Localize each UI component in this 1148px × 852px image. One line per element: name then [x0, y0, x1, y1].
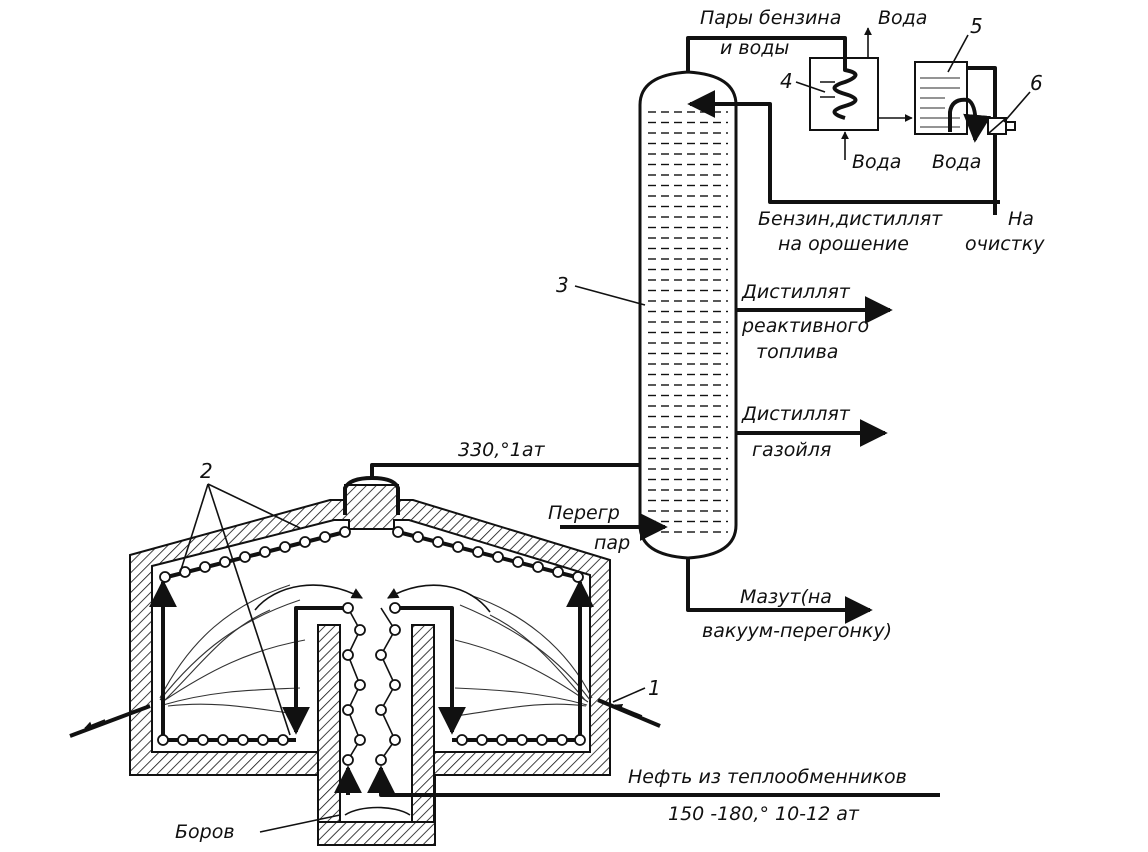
- water-out-label: Вода: [878, 7, 927, 29]
- water-in-label: Вода: [852, 151, 901, 173]
- jet-fuel-label-line1: Дистиллят: [741, 281, 851, 303]
- crude-label-line1: Нефть из теплообменников: [628, 766, 907, 788]
- mazut-label-line2: вакуум-перегонку): [702, 620, 892, 642]
- bottoms-line: [686, 558, 873, 624]
- distillation-column: [638, 70, 738, 560]
- jet-fuel-label-line3: топлива: [756, 341, 838, 363]
- valve: [987, 117, 1016, 135]
- crude-feed-line: [367, 765, 940, 797]
- gasoil-label-line1: Дистиллят: [741, 403, 851, 425]
- gas-flow-left: [254, 584, 363, 611]
- vapor-line: [686, 36, 847, 72]
- callout-3: 3: [556, 273, 569, 297]
- steam-label-line2: пар: [594, 532, 630, 554]
- furnace-wall: [129, 484, 611, 846]
- callout-5: 5: [970, 14, 983, 38]
- condenser: [809, 27, 913, 160]
- reflux-line: [687, 90, 1000, 204]
- gasoline-reflux-label-line2: на орошение: [778, 233, 909, 255]
- burner-left: [69, 704, 151, 738]
- feed-condition-label: 330,°1ат: [458, 439, 546, 461]
- steam-label-line1: Перегр: [548, 502, 620, 524]
- to-cleaning-label-line2: очистку: [965, 233, 1045, 255]
- gas-flow-right: [387, 584, 491, 613]
- crude-label-line2: 150 -180,° 10-12 ат: [668, 803, 860, 825]
- flame-right: [454, 594, 593, 717]
- callout-4: 4: [780, 69, 793, 93]
- mazut-label-line1: Мазут(на: [740, 586, 832, 608]
- callout-6: 6: [1030, 71, 1043, 95]
- vapors-label-line2: и воды: [720, 37, 789, 59]
- flame-left: [159, 584, 306, 716]
- burner-right: [597, 698, 661, 728]
- transfer-line: [370, 451, 688, 479]
- flue-label: Боров: [175, 821, 235, 843]
- divider-wall-right: [411, 624, 435, 823]
- separator: [914, 61, 997, 143]
- jet-fuel-label-line2: реактивного: [741, 315, 869, 337]
- furnace-tubes: [157, 526, 586, 766]
- callout-1: 1: [648, 676, 661, 700]
- callout-2: 2: [200, 459, 213, 483]
- callout-leaders: [179, 34, 1031, 736]
- divider-wall-left: [317, 624, 341, 823]
- vapors-label-line1: Пары бензина: [700, 7, 841, 29]
- gasoil-label-line2: газойля: [752, 439, 831, 461]
- gasoline-reflux-label-line1: Бензин,дистиллят: [758, 208, 943, 230]
- to-cleaning-label-line1: На: [1008, 208, 1034, 230]
- tube-furnace: [69, 476, 940, 846]
- water-drain-label: Вода: [932, 151, 981, 173]
